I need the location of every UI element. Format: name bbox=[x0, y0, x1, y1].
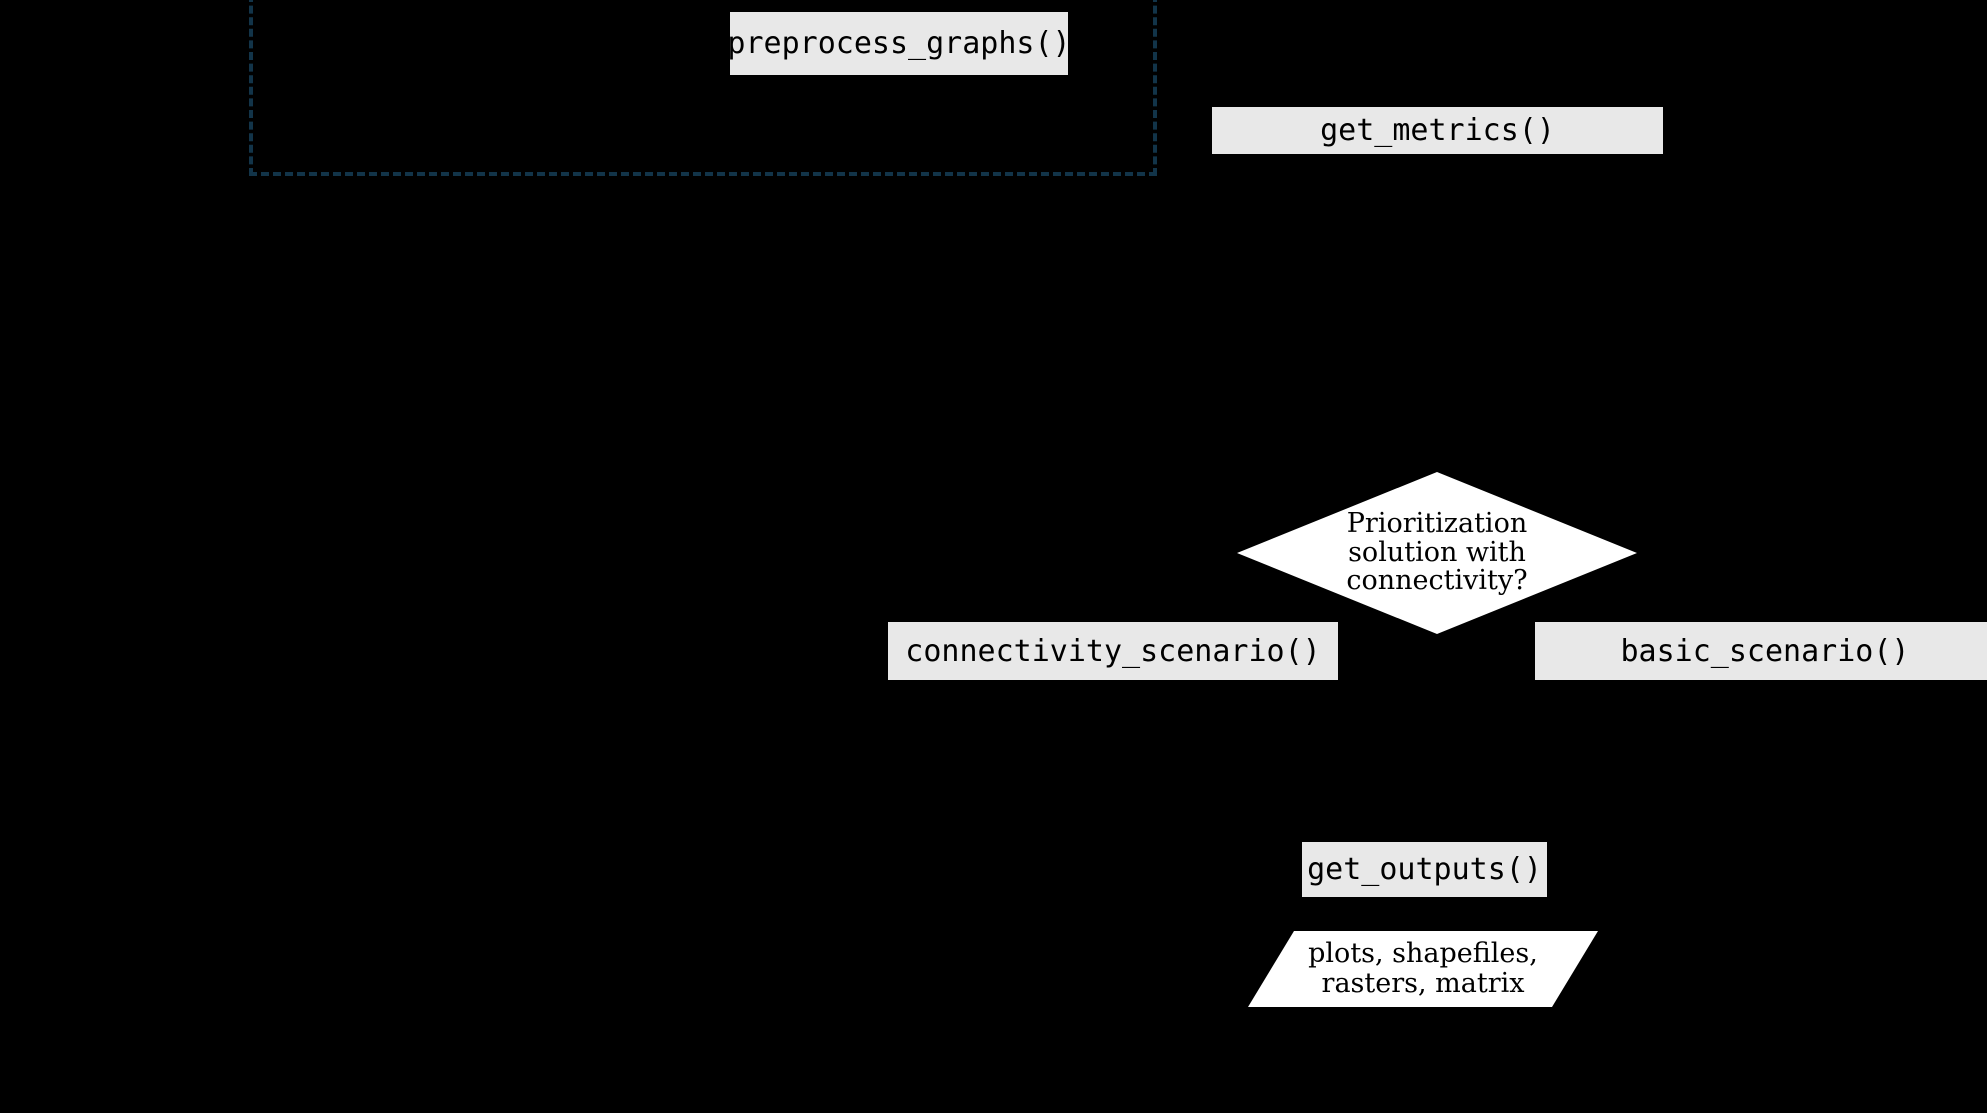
node-decision-prioritization[interactable]: Prioritization solution with connectivit… bbox=[1237, 472, 1637, 634]
node-basic-scenario-label: basic_scenario() bbox=[1620, 633, 1910, 669]
node-basic-scenario[interactable]: basic_scenario() bbox=[1535, 622, 1987, 680]
node-connectivity-scenario-label: connectivity_scenario() bbox=[905, 633, 1321, 669]
node-get-outputs[interactable]: get_outputs() bbox=[1302, 842, 1547, 897]
node-connectivity-scenario[interactable]: connectivity_scenario() bbox=[888, 622, 1338, 680]
node-get-outputs-label: get_outputs() bbox=[1307, 852, 1542, 887]
node-preprocess-graphs[interactable]: preprocess_graphs() bbox=[727, 12, 1071, 75]
node-preprocess-graphs-label: preprocess_graphs() bbox=[727, 26, 1071, 61]
node-get-metrics[interactable]: get_metrics() bbox=[1212, 107, 1663, 154]
parallelogram-shape bbox=[1248, 931, 1598, 1007]
diamond-shape bbox=[1237, 472, 1637, 634]
node-get-metrics-label: get_metrics() bbox=[1320, 113, 1555, 148]
preprocessing-group-frame bbox=[249, 0, 1157, 176]
node-outputs-data[interactable]: plots, shapefiles, rasters, matrix bbox=[1248, 931, 1598, 1007]
